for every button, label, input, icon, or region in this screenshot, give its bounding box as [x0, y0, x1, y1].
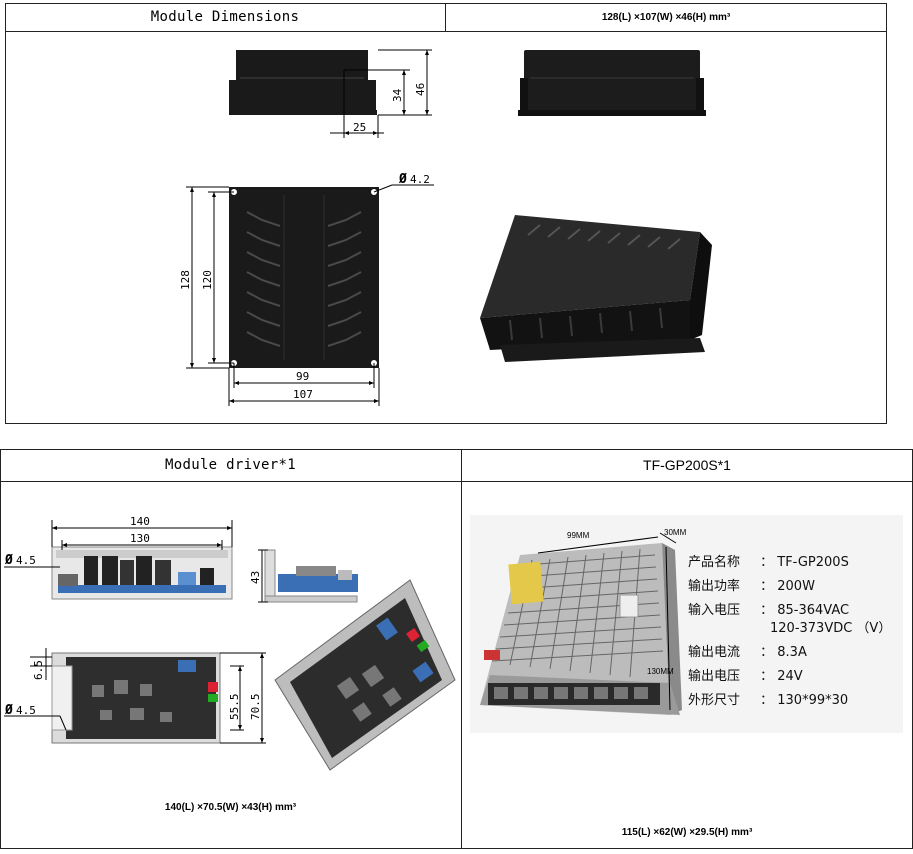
spec-value: TF-GP200S [777, 555, 849, 570]
spec-label: 产品名称 [688, 555, 741, 570]
psu-spec-row: 输出功率 ： 200W [688, 575, 903, 599]
dimensions-title: Module Dimensions [150, 9, 300, 25]
dimensions-size: 128(L) ×107(W) ×46(H) mm³ [601, 11, 731, 23]
dim-phi-4-5-a: 4.5 [16, 554, 36, 567]
dim-130: 130 [130, 532, 150, 545]
psu-spec-list: 产品名称 ： TF-GP200S 输出功率 ： 200W 输入电压 ： 85-3… [688, 551, 903, 713]
top-view-drawing [186, 184, 434, 406]
spec-value: 85-364VAC [777, 603, 850, 618]
module-technical-drawing: 34 46 25 [179, 49, 712, 406]
psu-spec-row: 产品名称 ： TF-GP200S [688, 551, 903, 575]
dim-46: 46 [414, 83, 427, 96]
spec-value: 24V [777, 669, 803, 684]
phi-symbol-1: Ø [4, 553, 13, 568]
dim-70-5: 70.5 [249, 694, 262, 721]
spec-value: 8.3A [777, 645, 807, 660]
driver-side-view [4, 520, 233, 600]
spec-value: 120-373VDC （V） [770, 621, 892, 636]
psu-dim-130: 130MM [647, 667, 674, 676]
dim-phi-4-2: 4.2 [410, 173, 430, 186]
driver-top-view [4, 648, 266, 744]
driver-end-view [258, 549, 358, 603]
driver-size: 140(L) ×70.5(W) ×43(H) mm³ [164, 801, 297, 813]
spec-value: 130*99*30 [777, 693, 849, 708]
psu-dim-99: 99MM [567, 531, 590, 540]
driver-3d-render [274, 579, 456, 771]
components-header-divider [0, 481, 913, 482]
dim-25: 25 [353, 121, 366, 134]
dim-6-5: 6.5 [32, 660, 45, 680]
dim-140: 140 [130, 515, 150, 528]
dimensions-header-divider [5, 31, 887, 32]
dim-43: 43 [249, 571, 262, 584]
phi-symbol-2: Ø [4, 703, 13, 718]
psu-dim-30: 30MM [664, 528, 687, 537]
dim-phi-4-5-b: 4.5 [16, 704, 36, 717]
spec-label: 输出电流 [688, 645, 741, 660]
psu-spec-row: 输入电压 ： 85-364VAC [688, 599, 903, 618]
dim-99: 99 [296, 370, 309, 383]
side-view-drawing [229, 49, 432, 138]
psu-spec-row: 120-373VDC （V） [688, 617, 903, 641]
side-view-render [518, 50, 706, 116]
dim-120: 120 [201, 270, 214, 290]
dimensions-col-divider [445, 3, 446, 31]
spec-value: 200W [777, 579, 815, 594]
dim-34: 34 [391, 88, 404, 102]
dimensions-table [5, 3, 887, 424]
spec-label: 输入电压 [688, 603, 741, 618]
dim-107: 107 [293, 388, 313, 401]
components-col-divider [461, 449, 462, 849]
spec-label: 输出功率 [688, 579, 741, 594]
psu-body [480, 543, 682, 715]
psu-size: 115(L) ×62(W) ×29.5(H) mm³ [621, 826, 753, 838]
dim-128: 128 [179, 270, 192, 290]
psu-spec-row: 外形尺寸 ： 130*99*30 [688, 689, 903, 713]
spec-label: 输出电压 [688, 669, 741, 684]
psu-spec-row: 输出电压 ： 24V [688, 665, 903, 689]
phi-symbol: Ø [398, 172, 407, 187]
dim-55-5: 55.5 [228, 694, 241, 721]
psu-spec-row: 输出电流 ： 8.3A [688, 641, 903, 665]
spec-label: 外形尺寸 [688, 693, 741, 708]
module-3d-render [480, 215, 712, 362]
psu-title: TF-GP200S*1 [643, 457, 731, 473]
driver-title: Module driver*1 [165, 457, 296, 473]
psu-photo [480, 532, 682, 715]
